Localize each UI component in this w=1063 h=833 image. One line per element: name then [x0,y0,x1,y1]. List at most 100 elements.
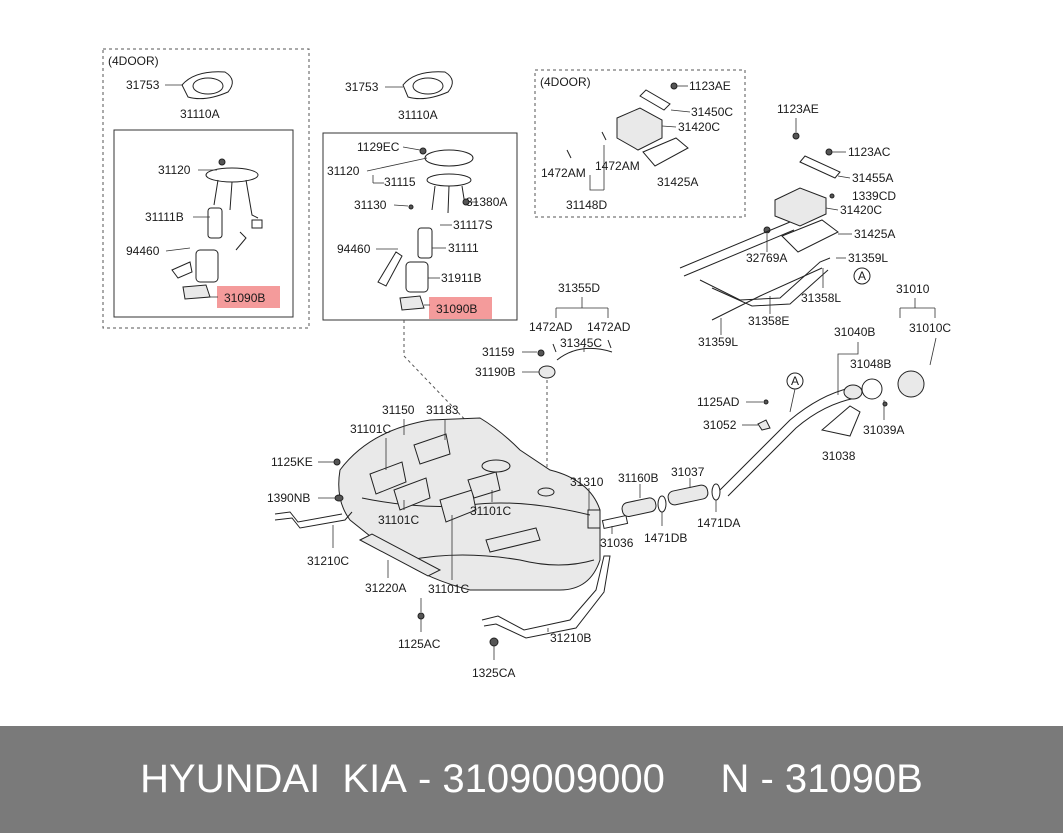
tank-pump-opening [481,459,511,473]
label-31425A-right: 31425A [854,227,895,241]
vapor-tube-upper [679,221,795,277]
vent-valve-group: 31355D 1472AD 1472AD 31345C 31159 31190B [475,281,631,488]
label-31359L-a: 31359L [848,251,888,265]
label-1471DB: 1471DB [644,531,687,545]
connector-a-label-filler: A [791,374,799,388]
center-fuel-pump-group: 31753 31110A 1129EC 31120 31115 31130 31… [322,71,518,453]
left-group-dashed-frame [102,48,310,329]
label-31111B-left: 31111B [145,210,184,224]
pump-cover-plate [181,71,233,100]
label-31117S: 31117S [453,218,493,232]
label-1325CA: 1325CA [472,666,515,680]
right-canister-cover [781,219,839,253]
filler-neck-group: 31010 31010C 31040B 31048B A 1125AD 3105… [697,282,951,497]
highlight-31090B-center [429,297,492,319]
pump-cover-plate-center [402,71,453,100]
label-31420C-canister: 31420C [678,120,720,134]
canister-group-tag: (4DOOR) [540,75,591,89]
label-31101C-c: 31101C [470,504,511,518]
filler-clip [757,419,771,431]
label-32769A: 32769A [746,251,787,265]
pump-flange-center [424,149,474,167]
label-31190B: 31190B [475,365,515,379]
label-31310: 31310 [570,475,604,489]
label-31090B-left: 31090B [224,291,265,305]
label-31120-center: 31120 [327,164,360,178]
label-31359L-b: 31359L [698,335,738,349]
tank-pad-center [393,477,431,511]
diagram-part-number: 31090B [784,757,923,801]
label-31110A-left: 31110A [180,107,220,121]
separator-1: - [406,757,443,801]
label-31052: 31052 [703,418,737,432]
label-1123AC: 1123AC [848,145,891,159]
label-31345C: 31345C [560,336,602,350]
label-31110A-center: 31110A [398,108,438,122]
fuel-cap [897,370,925,398]
pump-to-tank-dashline [403,320,497,453]
spacer [665,757,721,802]
label-31425A-canister: 31425A [657,175,698,189]
label-31037: 31037 [671,465,705,479]
filler-gasket [861,378,883,400]
tank-pad-left [369,461,407,495]
label-31038: 31038 [822,449,856,463]
label-31358E: 31358E [748,314,789,328]
label-1471DA: 1471DA [697,516,740,530]
label-31010C: 31010C [909,321,951,335]
label-31455A: 31455A [852,171,893,185]
label-1339CD: 1339CD [852,189,896,203]
left-pump-box [113,129,294,318]
fuel-pump-body-center [405,261,429,293]
sender-arm-center [377,251,403,287]
label-31130: 31130 [354,198,387,212]
label-31380A: 31380A [466,195,507,209]
charcoal-canister [616,107,663,151]
label-31355D: 31355D [558,281,600,295]
canister-cover [642,137,689,167]
label-94460-left: 94460 [126,244,160,258]
label-1472AM-a: 1472AM [541,166,586,180]
label-31036: 31036 [600,536,634,550]
label-1125AD: 1125AD [697,395,740,409]
right-charcoal-canister [774,187,827,227]
label-31753-center: 31753 [345,80,379,94]
connector-a-circle-right [853,267,871,285]
label-31101C-b: 31101C [378,513,419,527]
tank-strap-left [274,511,353,529]
label-31115: 31115 [384,175,416,189]
pump-bracket [213,179,259,219]
hose-clamp-1471DA [711,483,721,501]
label-31183: 31183 [426,403,459,417]
tank-valve-opening [537,487,555,497]
number-prefix: N [720,757,750,801]
label-31450C-canister: 31450C [691,105,733,119]
tank-filler-pipe [587,509,601,529]
label-31420C-right: 31420C [840,203,882,217]
label-31090B-center: 31090B [436,302,477,316]
label-1472AD-b: 1472AD [587,320,631,334]
rollover-valve [538,365,556,379]
canister-bracket [639,89,671,111]
label-31040B: 31040B [834,325,875,339]
oem-number: 3109009000 [442,757,665,801]
canister-dashed-frame [534,69,746,218]
pump-cover-ring [192,77,224,95]
label-31101C-d: 31101C [428,582,469,596]
label-1472AD-a: 1472AD [529,320,573,334]
right-canister-bracket [799,155,841,179]
connector-a-label-right: A [858,269,866,283]
fuel-pump-body [195,249,219,283]
label-1472AM-b: 1472AM [595,159,640,173]
filler-housing [820,405,861,437]
label-31010: 31010 [896,282,930,296]
label-31159: 31159 [482,345,515,359]
label-31160B: 31160B [618,471,658,485]
vent-hose [556,347,613,361]
hose-clamp-1471DB [657,495,667,513]
label-31148D: 31148D [566,198,607,212]
tank-heat-protector [358,533,442,577]
left-fuel-pump-group: (4DOOR) 31753 31110A 31120 31111B 94460 … [102,48,310,329]
pump-strainer-filter [182,284,211,300]
label-31911B: 31911B [441,271,481,285]
